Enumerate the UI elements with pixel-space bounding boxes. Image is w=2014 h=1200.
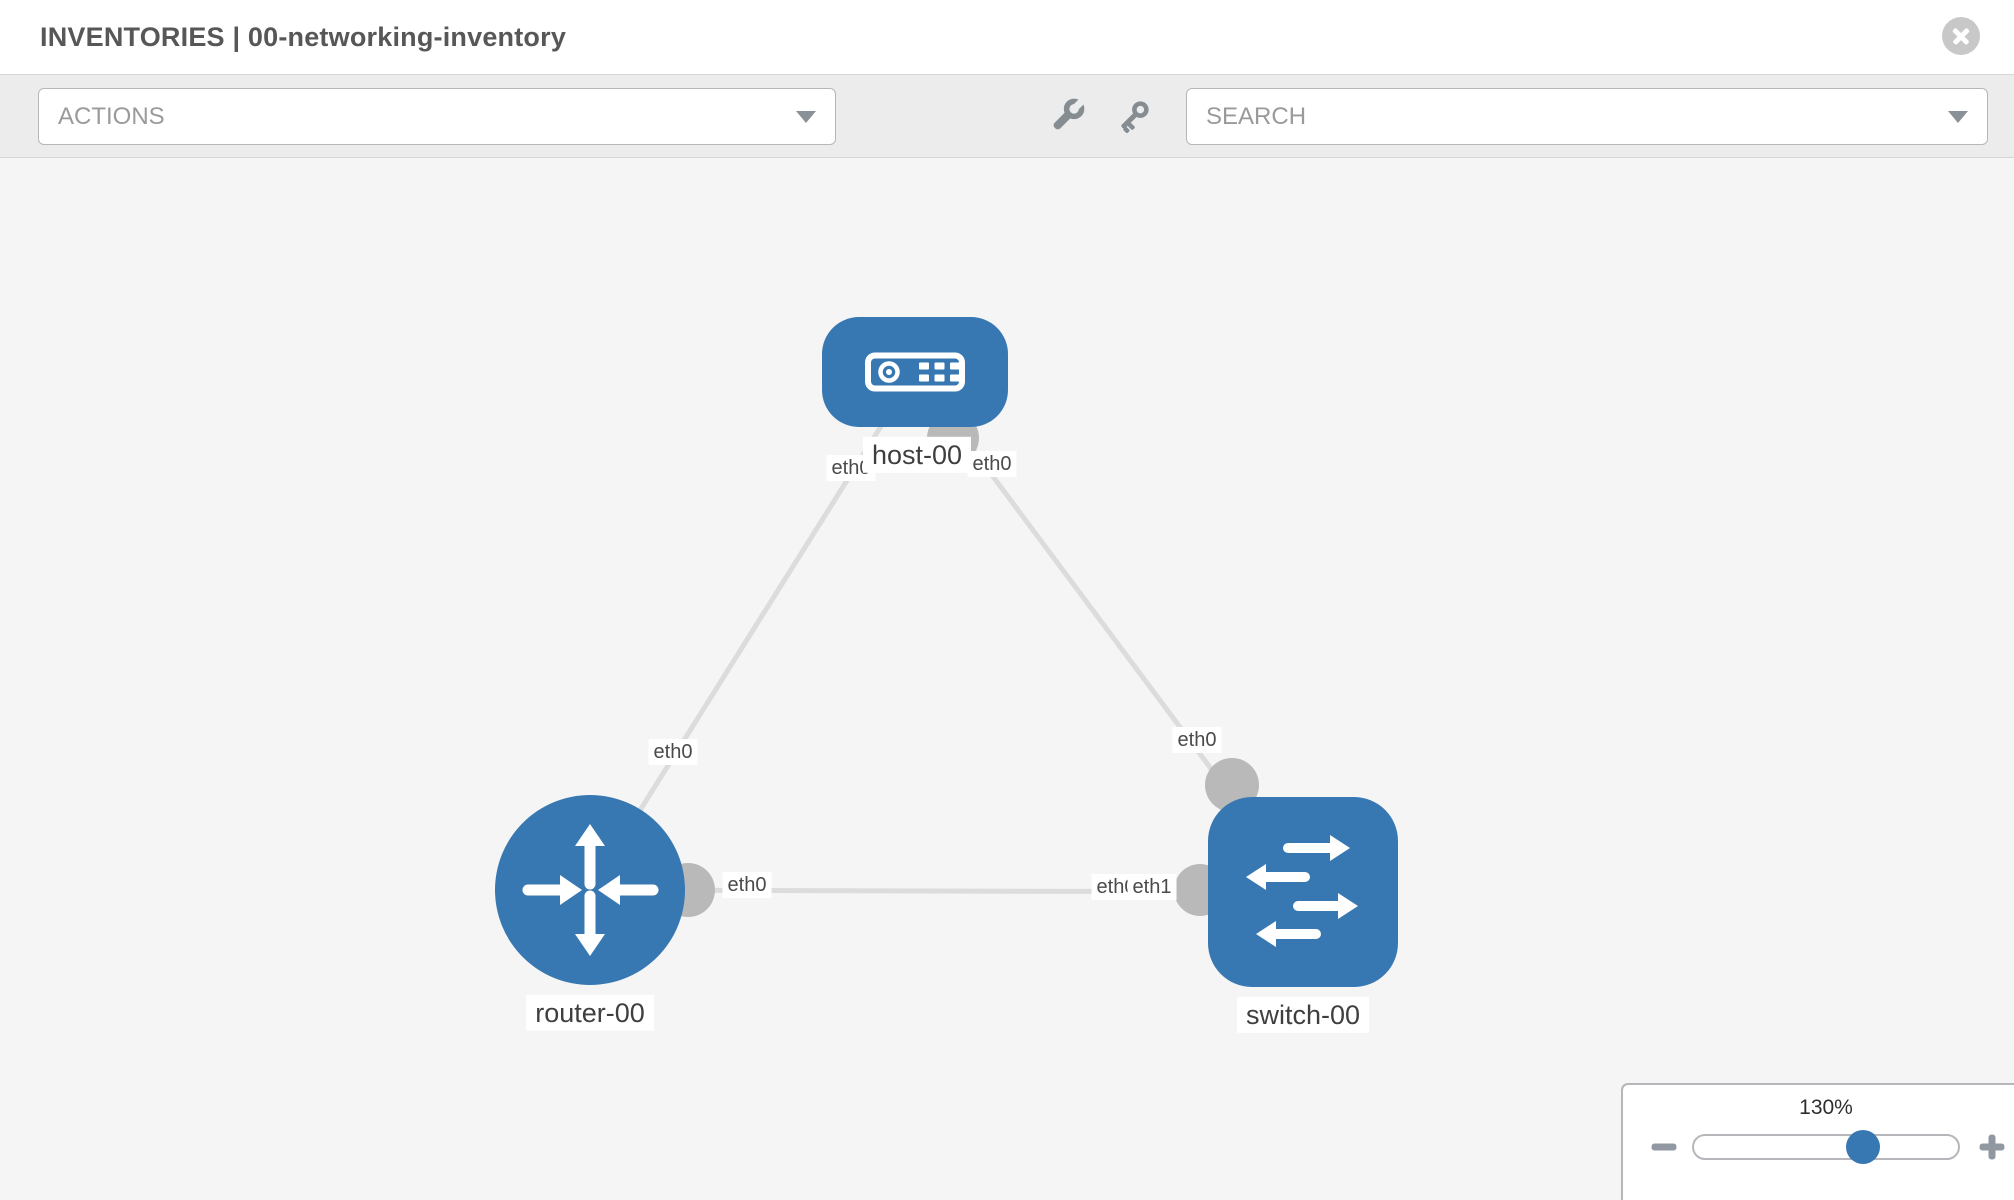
- header-bar: INVENTORIES | 00-networking-inventory: [0, 0, 2014, 74]
- actions-dropdown[interactable]: ACTIONS: [38, 88, 836, 145]
- zoom-out-button[interactable]: [1642, 1125, 1686, 1169]
- zoom-slider-track[interactable]: [1692, 1134, 1960, 1160]
- plus-icon: [1988, 1134, 1996, 1160]
- chevron-down-icon: [796, 110, 816, 123]
- key-credentials-button[interactable]: [1111, 93, 1157, 139]
- topology-node-router-00[interactable]: [495, 795, 685, 985]
- topology-svg: [495, 317, 1398, 987]
- zoom-control-panel: 130%: [1621, 1083, 2014, 1200]
- wrench-icon: [1046, 95, 1088, 137]
- topology-node-switch-00[interactable]: [1208, 797, 1398, 987]
- topology-node-host-00[interactable]: [822, 317, 1008, 427]
- page-title: INVENTORIES | 00-networking-inventory: [40, 21, 567, 52]
- zoom-in-button[interactable]: [1970, 1125, 2014, 1169]
- toolbar: ACTIONS SE: [0, 74, 2014, 158]
- search-dropdown-label: SEARCH: [1206, 102, 1307, 130]
- actions-dropdown-label: ACTIONS: [58, 102, 165, 130]
- zoom-percent-label: 130%: [1799, 1096, 1853, 1119]
- chevron-down-icon: [1948, 110, 1968, 123]
- close-icon[interactable]: [1942, 17, 1980, 55]
- search-dropdown[interactable]: SEARCH: [1186, 88, 1988, 145]
- key-icon: [1113, 95, 1155, 137]
- minus-icon: [1651, 1143, 1677, 1151]
- zoom-slider-thumb[interactable]: [1846, 1130, 1881, 1164]
- configure-tools-button[interactable]: [1044, 93, 1090, 139]
